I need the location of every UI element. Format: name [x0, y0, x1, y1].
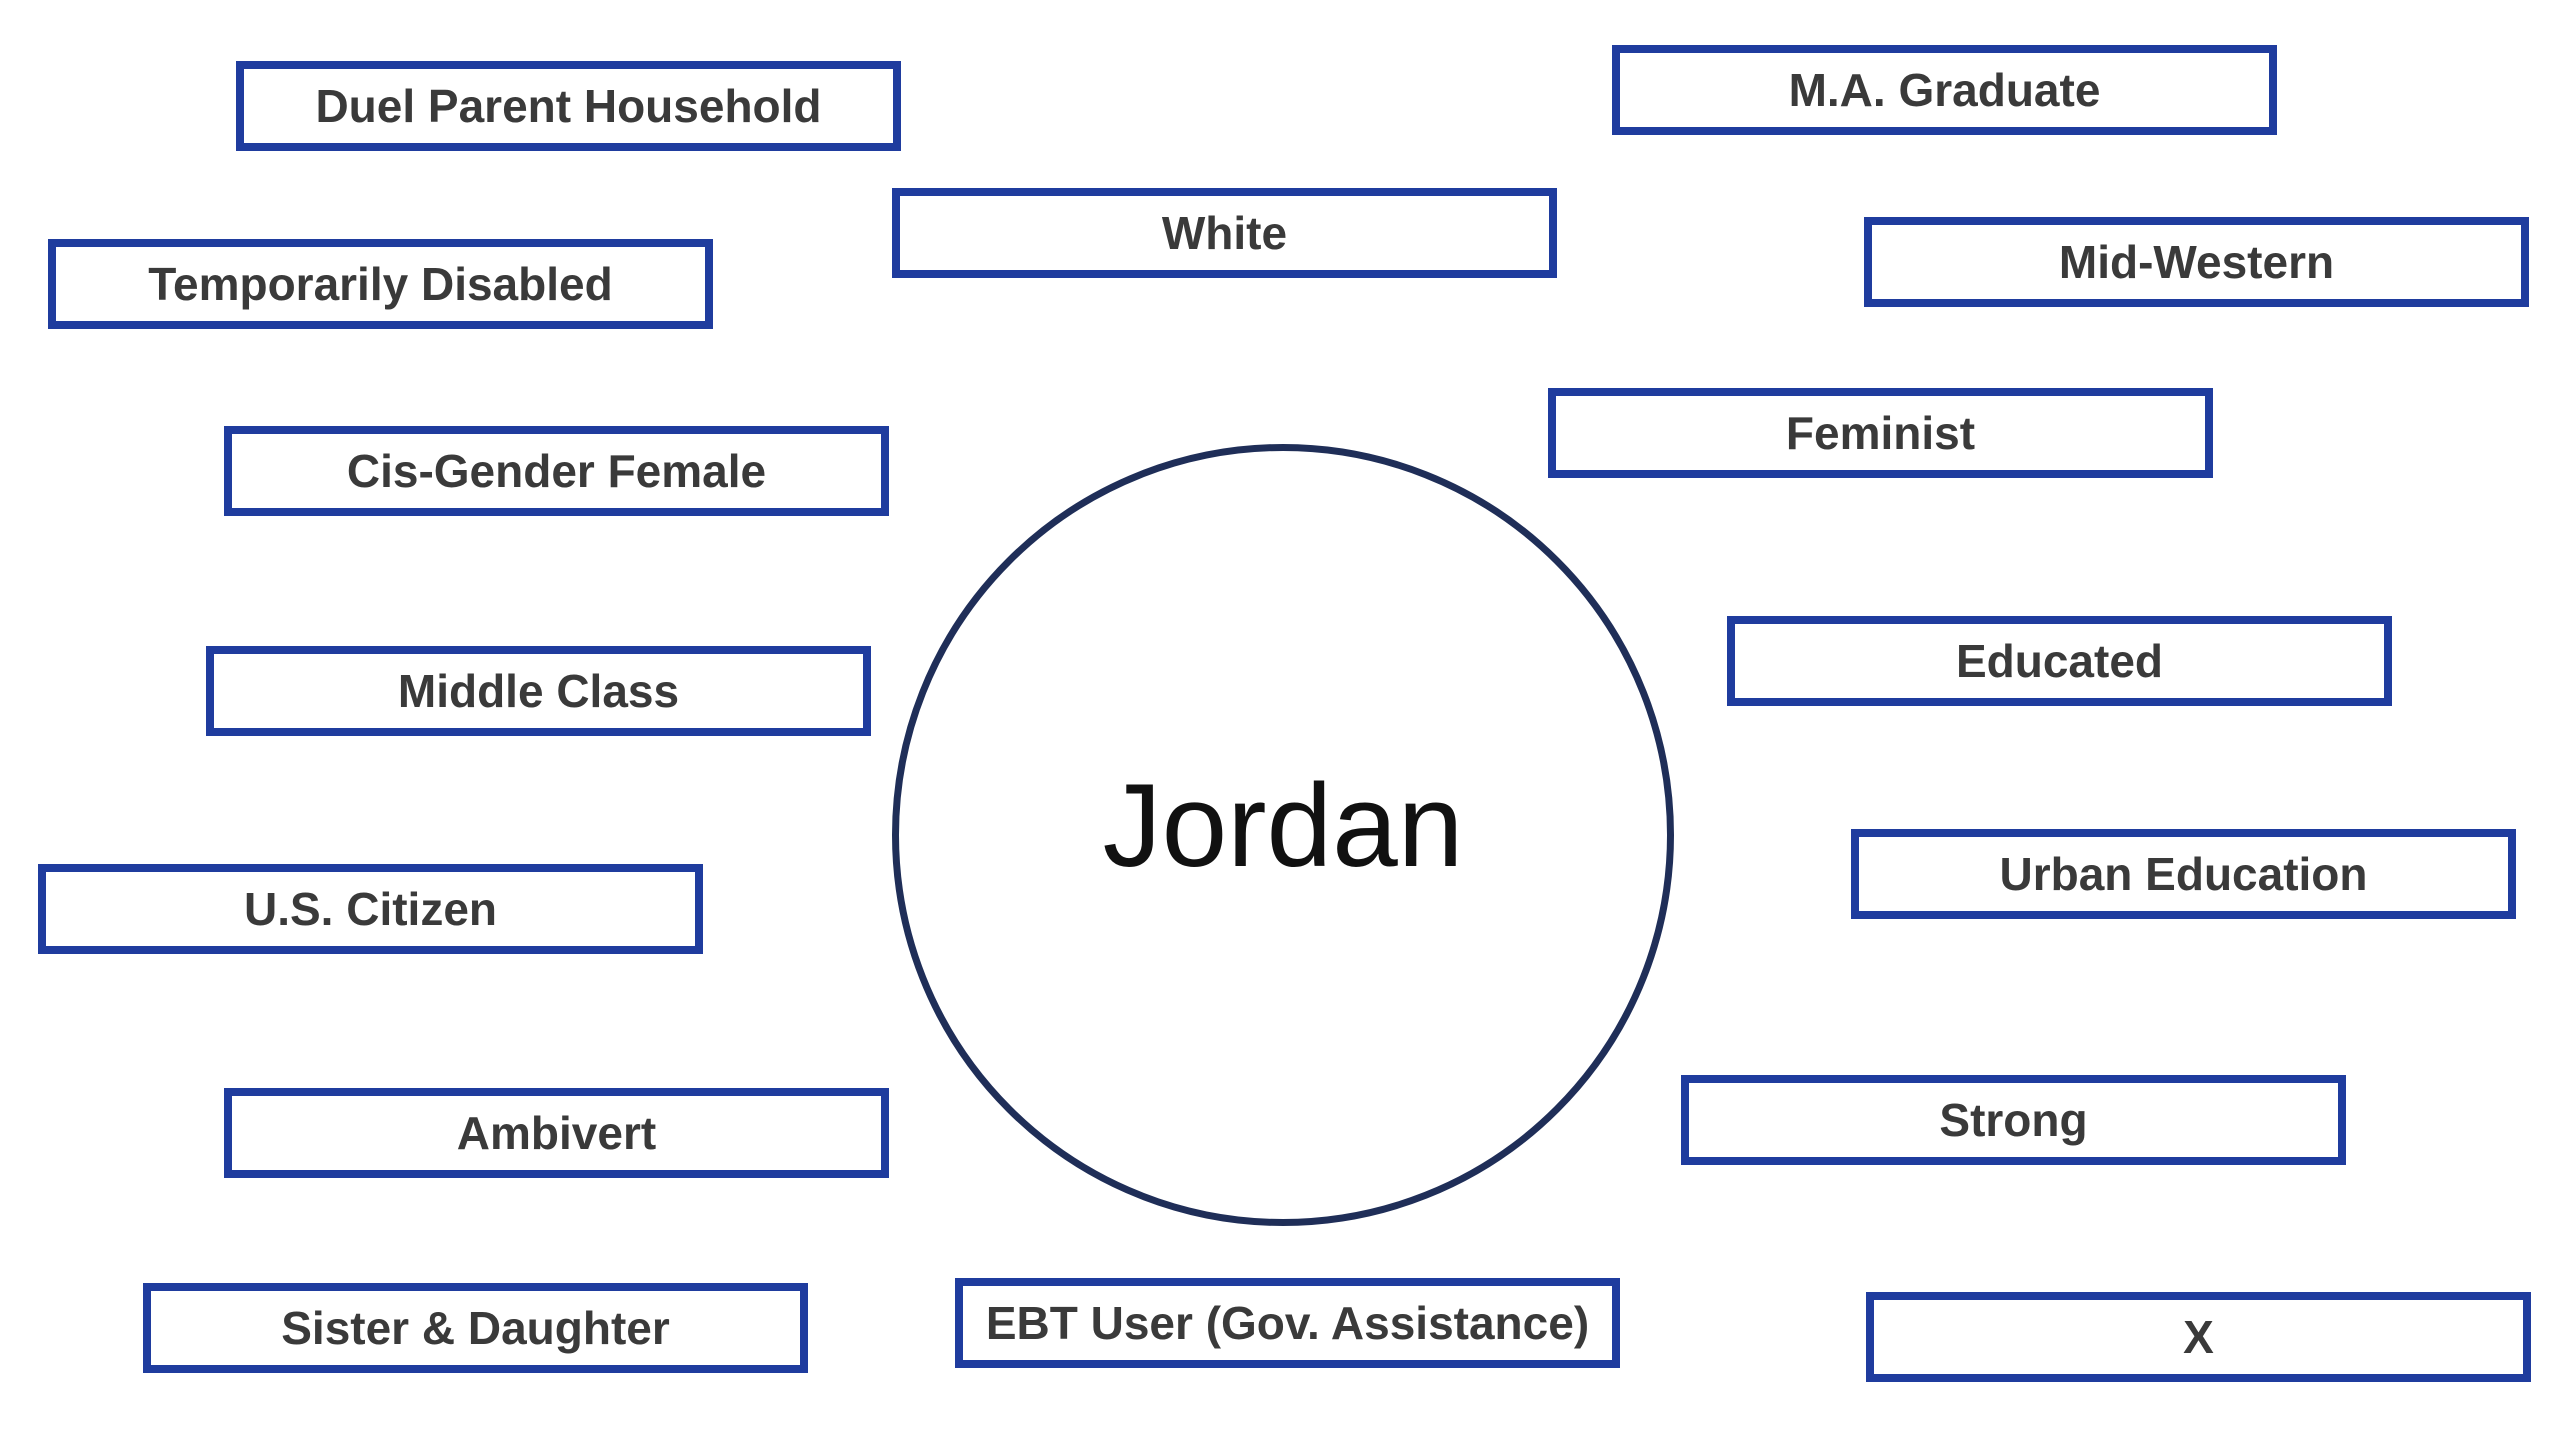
- identity-box-strong: Strong: [1681, 1075, 2346, 1165]
- identity-label: White: [1161, 207, 1288, 259]
- identity-box-educated: Educated: [1727, 616, 2392, 706]
- identity-label: X: [2183, 1311, 2214, 1363]
- identity-box-ambivert: Ambivert: [224, 1088, 889, 1178]
- identity-box-feminist: Feminist: [1548, 388, 2213, 478]
- identity-box-mid-western: Mid-Western: [1864, 217, 2529, 307]
- center-circle: Jordan: [892, 444, 1674, 1226]
- center-name: Jordan: [1102, 760, 1464, 892]
- identity-box-middle-class: Middle Class: [206, 646, 871, 736]
- identity-box-sister-daughter: Sister & Daughter: [143, 1283, 808, 1373]
- identity-label: Strong: [1939, 1094, 2088, 1146]
- identity-label: Duel Parent Household: [315, 80, 822, 132]
- identity-label: Ambivert: [456, 1107, 657, 1159]
- identity-box-urban-education: Urban Education: [1851, 829, 2516, 919]
- identity-box-white: White: [892, 188, 1557, 278]
- identity-label: Mid-Western: [2058, 236, 2335, 288]
- identity-box-cis-gender-female: Cis-Gender Female: [224, 426, 889, 516]
- identity-label: Sister & Daughter: [281, 1302, 670, 1354]
- identity-label: M.A. Graduate: [1788, 64, 2101, 116]
- identity-label: Cis-Gender Female: [346, 445, 767, 497]
- identity-box-ebt-user: EBT User (Gov. Assistance): [955, 1278, 1620, 1368]
- identity-label: U.S. Citizen: [243, 883, 498, 935]
- identity-label: EBT User (Gov. Assistance): [985, 1297, 1590, 1349]
- identity-box-duel-parent-household: Duel Parent Household: [236, 61, 901, 151]
- identity-box-temporarily-disabled: Temporarily Disabled: [48, 239, 713, 329]
- identity-label: Middle Class: [397, 665, 680, 717]
- identity-box-ma-graduate: M.A. Graduate: [1612, 45, 2277, 135]
- identity-label: Educated: [1955, 635, 2164, 687]
- identity-label: Urban Education: [1999, 848, 2368, 900]
- identity-label: Feminist: [1785, 407, 1976, 459]
- identity-label: Temporarily Disabled: [148, 258, 613, 310]
- identity-box-us-citizen: U.S. Citizen: [38, 864, 703, 954]
- identity-box-x: X: [1866, 1292, 2531, 1382]
